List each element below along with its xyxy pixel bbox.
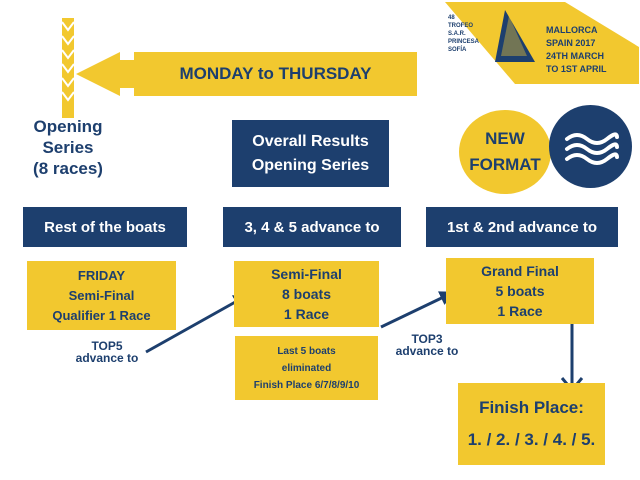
new-format-badge: NEW FORMAT	[459, 110, 551, 194]
banner-label: MONDAY to THURSDAY	[179, 64, 372, 83]
overall-results-box: Overall Results Opening Series	[232, 120, 389, 187]
chevron-column-icon	[61, 18, 75, 118]
banner-arrow-icon	[76, 52, 120, 96]
semi-final-box: Semi-Final 8 boats 1 Race	[234, 261, 379, 327]
logo-event-text: MALLORCA SPAIN 2017 24TH MARCH TO 1ST AP…	[546, 25, 607, 74]
opening-line-3: (8 races)	[33, 159, 103, 178]
opening-series-label: Opening Series (8 races)	[20, 116, 116, 179]
top5-arrow	[145, 294, 249, 354]
waves-icon	[549, 105, 632, 188]
grand-final-box: Grand Final 5 boats 1 Race	[446, 258, 594, 324]
top3-advance-label: TOP3 advance to	[395, 332, 459, 358]
header-first-second: 1st & 2nd advance to	[426, 207, 618, 247]
event-logo	[445, 2, 639, 84]
top5-advance-label: TOP5 advance to	[75, 339, 139, 365]
opening-line-2: Series	[42, 138, 94, 157]
finish-place-box: Finish Place: 1. / 2. / 3. / 4. / 5.	[458, 383, 605, 465]
overall-line-1: Overall Results	[252, 132, 369, 150]
overall-line-2: Opening Series	[251, 156, 370, 174]
header-rest-of-boats: Rest of the boats	[23, 207, 187, 247]
friday-qualifier-box: FRIDAY Semi-Final Qualifier 1 Race	[27, 261, 176, 330]
top3-arrow	[380, 291, 455, 329]
schedule-banner: MONDAY to THURSDAY	[134, 52, 417, 96]
header-three-four-five: 3, 4 & 5 advance to	[223, 207, 401, 247]
opening-line-1: Opening	[33, 117, 103, 136]
eliminated-box: Last 5 boats eliminated Finish Place 6/7…	[235, 336, 378, 400]
logo-brand-text: 48 TROFEO S.A.R. PRINCESA SOFÍA	[448, 15, 480, 53]
